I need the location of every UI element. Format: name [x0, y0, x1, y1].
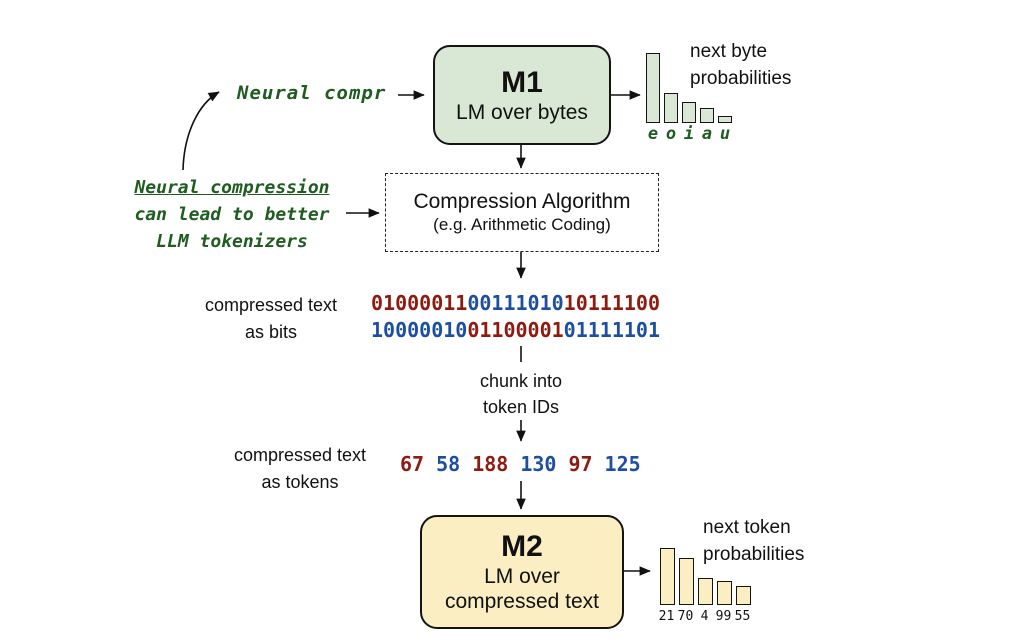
bit-group: 01100001 — [467, 318, 564, 342]
bits-label: compressed text as bits — [185, 292, 357, 346]
byte-prob-labels: e o i a u — [644, 124, 734, 144]
m2-box: M2 LM over compressed text — [420, 515, 624, 629]
token-prob-title-line1: next token — [703, 517, 791, 538]
bit-group: 01000011 — [371, 291, 468, 315]
byte-prob-title-line1: next byte — [690, 41, 768, 62]
tokens-label-line2: as tokens — [261, 472, 339, 492]
bit-group: 00111010 — [467, 291, 564, 315]
byte-prob-chart — [646, 53, 732, 123]
chunk-label-line2: token IDs — [482, 397, 560, 417]
token-value: 130 — [520, 452, 557, 476]
bar — [646, 53, 660, 123]
byte-prob-title: next byte probabilities — [690, 38, 791, 92]
curved-arrow-note-to-handwritten — [182, 91, 220, 171]
bit-group: 01111101 — [563, 318, 660, 342]
token-value: 58 — [436, 452, 461, 476]
token-label: 4 — [700, 609, 709, 624]
byte-prob-title-line2: probabilities — [690, 68, 792, 89]
m2-subtitle-line1: LM over — [484, 565, 560, 588]
tokens-row: 67 58 188 130 97 125 — [400, 452, 641, 476]
bits-row: 010000110011101010111100 — [371, 290, 660, 317]
token-label: 55 — [734, 609, 751, 624]
token-value: 97 — [568, 452, 593, 476]
bar — [664, 93, 678, 123]
m1-title: M1 — [501, 65, 543, 99]
byte-label: e — [647, 124, 659, 144]
token-label: 21 — [658, 609, 675, 624]
note-line-3: LLM tokenizers — [156, 231, 308, 252]
bar — [660, 548, 675, 605]
token-prob-title-line2: probabilities — [703, 544, 805, 565]
chunk-label: chunk into token IDs — [441, 368, 601, 420]
m1-subtitle: LM over bytes — [456, 100, 588, 124]
token-value: 125 — [604, 452, 641, 476]
m2-subtitle-line2: compressed text — [444, 590, 600, 613]
bits-label-line1: compressed text — [204, 295, 338, 315]
compression-title: Compression Algorithm — [413, 190, 631, 213]
tokens-label-line1: compressed text — [233, 445, 367, 465]
compression-algorithm-box: Compression Algorithm (e.g. Arithmetic C… — [385, 173, 659, 252]
handwritten-label: Neural compr — [237, 82, 387, 104]
m1-box: M1 LM over bytes — [433, 45, 611, 145]
compression-subtitle: (e.g. Arithmetic Coding) — [433, 215, 611, 234]
bar — [700, 108, 714, 123]
byte-label: a — [701, 124, 713, 144]
note-line-2: can lead to better — [134, 204, 330, 225]
token-value: 188 — [472, 452, 509, 476]
bar — [718, 116, 732, 123]
bar — [682, 102, 696, 123]
bar — [736, 586, 751, 605]
byte-label: i — [683, 124, 695, 144]
bits-block: 010000110011101010111100 100000100110000… — [371, 290, 660, 344]
token-label: 99 — [715, 609, 732, 624]
token-prob-labels: 21 70 4 99 55 — [657, 609, 752, 624]
byte-label: u — [719, 124, 731, 144]
token-label: 70 — [677, 609, 694, 624]
note-text: Neural compression can lead to better LL… — [103, 174, 361, 255]
bar — [698, 578, 713, 605]
bit-group: 10111100 — [563, 291, 660, 315]
bit-group: 10000010 — [371, 318, 468, 342]
token-prob-chart — [660, 548, 751, 605]
token-value: 67 — [400, 452, 425, 476]
tokens-label: compressed text as tokens — [214, 442, 386, 496]
token-prob-title: next token probabilities — [703, 514, 804, 568]
bar — [679, 558, 694, 605]
bits-row: 100000100110000101111101 — [371, 317, 660, 344]
bar — [717, 581, 732, 605]
note-line-1: Neural compression — [134, 177, 330, 198]
m2-title: M2 — [501, 530, 543, 563]
chunk-label-line1: chunk into — [479, 371, 563, 391]
bits-label-line2: as bits — [244, 322, 298, 342]
byte-label: o — [665, 124, 677, 144]
